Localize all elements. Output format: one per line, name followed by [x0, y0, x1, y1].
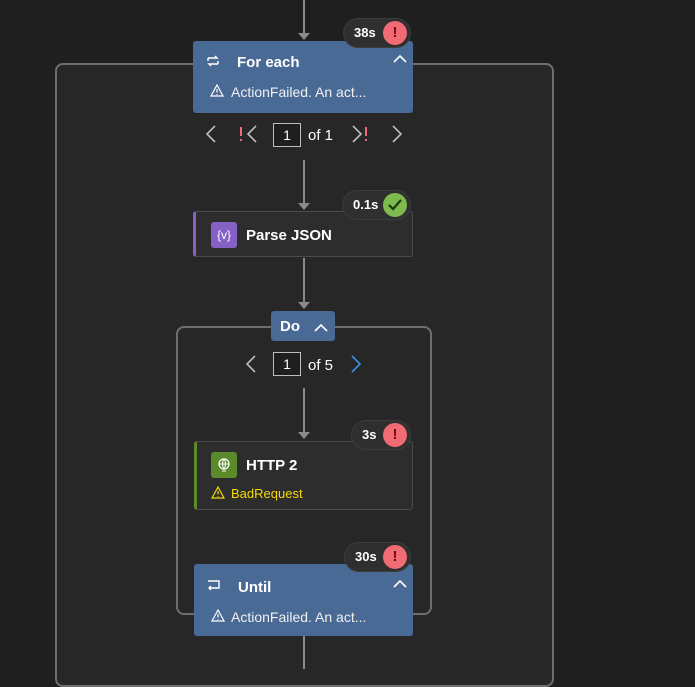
parse-json-duration-badge: 0.1s [342, 190, 411, 220]
collapse-chevron-icon[interactable] [393, 576, 407, 594]
connector-http2 [303, 388, 305, 433]
http-globe-icon [211, 452, 237, 478]
for-each-page-count: of 1 [308, 127, 334, 144]
http2-card[interactable]: HTTP 2 BadRequest [194, 441, 413, 510]
warning-icon [210, 608, 226, 627]
duration-text: 3s [362, 427, 377, 442]
until-status-text: ActionFailed. An act... [231, 609, 367, 625]
for-each-title: For each [237, 54, 300, 71]
warning-icon [209, 83, 225, 102]
connector-parse-json-arrow [298, 203, 310, 210]
until-loop-icon [206, 578, 222, 597]
error-status-icon: ! [383, 21, 407, 45]
error-status-icon: ! [383, 423, 407, 447]
do-page-count: of 5 [308, 357, 334, 374]
collapse-chevron-icon[interactable] [314, 320, 328, 338]
connector-parse-json [303, 160, 305, 204]
for-each-card[interactable]: For each ActionFailed. An act... [193, 41, 413, 113]
previous-page-icon[interactable] [205, 124, 217, 148]
duration-text: 38s [354, 25, 376, 40]
parse-json-icon-label: {v} [216, 228, 231, 242]
http2-status-text: BadRequest [231, 486, 303, 501]
connector-do [303, 258, 305, 303]
do-title: Do [280, 318, 300, 335]
duration-text: 0.1s [353, 197, 379, 212]
until-duration-badge: 30s ! [344, 542, 411, 572]
next-page-icon[interactable] [391, 124, 403, 148]
until-card[interactable]: Until ActionFailed. An act... [194, 564, 413, 636]
duration-text: 30s [355, 549, 377, 564]
for-each-duration-badge: 38s ! [343, 18, 411, 48]
previous-failed-icon[interactable] [237, 124, 259, 146]
next-failed-icon[interactable] [350, 124, 372, 146]
success-check-icon [383, 193, 407, 217]
warning-icon [210, 485, 226, 504]
parse-json-title: Parse JSON [246, 227, 332, 244]
do-page-input[interactable]: 1 [273, 352, 301, 376]
http2-title: HTTP 2 [246, 457, 298, 474]
connector-http2-arrow [298, 432, 310, 439]
collapse-chevron-icon[interactable] [393, 51, 407, 69]
connector-top [303, 0, 305, 34]
until-title: Until [238, 579, 272, 596]
parse-json-icon: {v} [211, 222, 237, 248]
connector-do-arrow [298, 302, 310, 309]
for-each-page-input[interactable]: 1 [273, 123, 301, 147]
http2-duration-badge: 3s ! [351, 420, 411, 450]
loop-icon [205, 53, 221, 74]
previous-page-icon[interactable] [245, 354, 257, 378]
next-page-icon[interactable] [350, 354, 362, 378]
for-each-status-text: ActionFailed. An act... [231, 84, 367, 100]
error-status-icon: ! [383, 545, 407, 569]
connector-bottom [303, 636, 305, 669]
connector-top-arrow [298, 33, 310, 40]
do-scope-header[interactable]: Do [271, 311, 335, 341]
